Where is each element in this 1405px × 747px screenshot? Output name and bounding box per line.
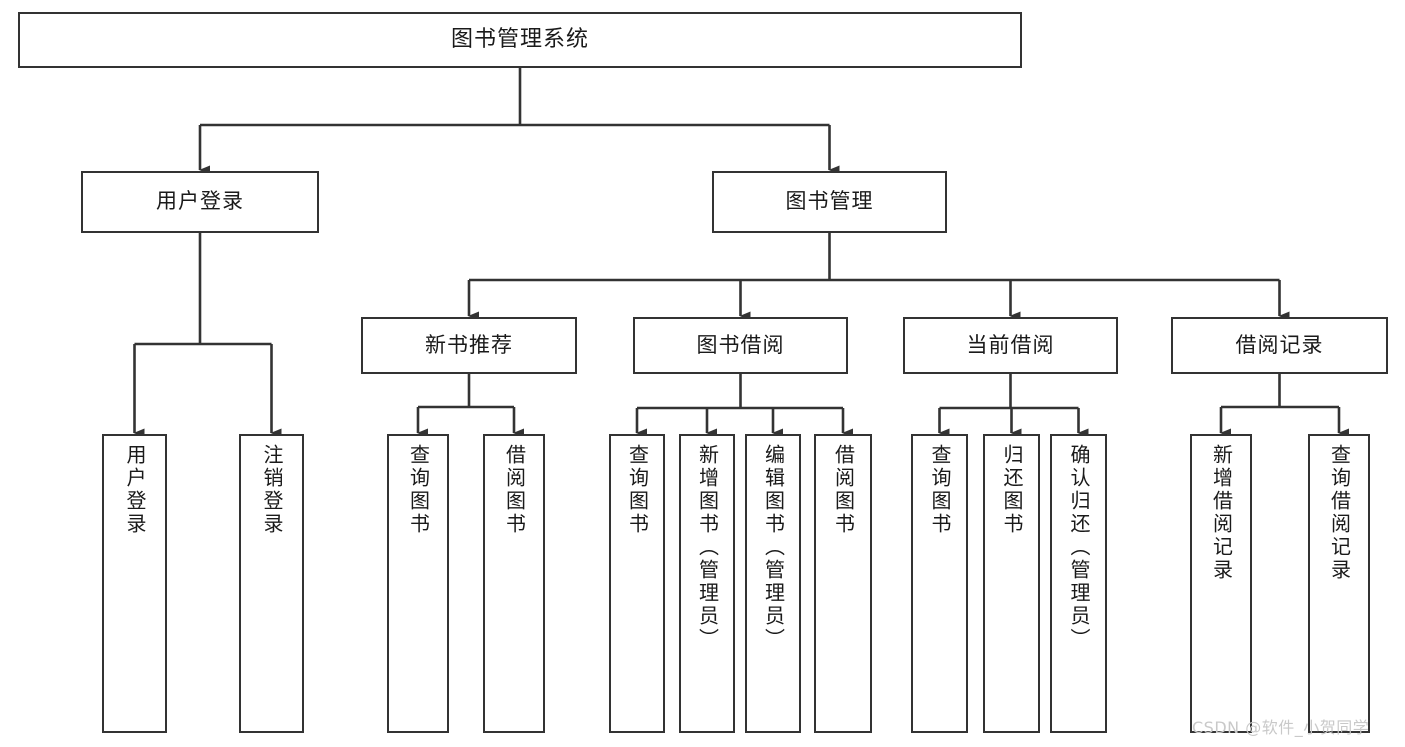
node-label: 用户登录 (123, 444, 147, 536)
node-label: 借阅图书 (502, 444, 527, 536)
node-label: 查询借阅记录 (1327, 444, 1352, 582)
node-label: 图书借阅 (696, 332, 785, 357)
node-label: 确认归还（管理员） (1067, 444, 1091, 651)
node-book-manage[interactable]: 图书管理 (712, 171, 947, 233)
node-label: 归还图书 (1000, 444, 1024, 536)
node-user-login[interactable]: 用户登录 (81, 171, 319, 233)
node-label: 查询图书 (406, 444, 431, 536)
node-leaf-logout-login[interactable]: 注销登录 (239, 434, 304, 733)
node-label: 新增图书（管理员） (695, 444, 720, 651)
node-book-borrow[interactable]: 图书借阅 (633, 317, 848, 374)
node-label: 编辑图书（管理员） (761, 444, 786, 651)
node-root[interactable]: 图书管理系统 (18, 12, 1022, 68)
node-label: 图书管理系统 (450, 26, 589, 52)
node-leaf-user-login[interactable]: 用户登录 (102, 434, 167, 733)
node-label: 新增借阅记录 (1209, 444, 1234, 582)
node-label: 借阅记录 (1235, 332, 1324, 357)
node-leaf-query-book-2[interactable]: 查询图书 (609, 434, 665, 733)
node-leaf-borrow-book-2[interactable]: 借阅图书 (814, 434, 872, 733)
node-leaf-query-book-1[interactable]: 查询图书 (387, 434, 449, 733)
node-leaf-query-borrow-record[interactable]: 查询借阅记录 (1308, 434, 1370, 733)
node-leaf-confirm-return[interactable]: 确认归还（管理员） (1050, 434, 1107, 733)
node-leaf-return-book[interactable]: 归还图书 (983, 434, 1040, 733)
csdn-watermark: CSDN @软件_小贺同学 (1192, 718, 1370, 737)
node-label: 查询图书 (625, 444, 650, 536)
node-label: 注销登录 (260, 444, 284, 536)
node-leaf-query-book-3[interactable]: 查询图书 (911, 434, 968, 733)
node-label: 查询图书 (928, 444, 952, 536)
node-new-book-recommend[interactable]: 新书推荐 (361, 317, 577, 374)
node-leaf-borrow-book-1[interactable]: 借阅图书 (483, 434, 545, 733)
node-current-borrow[interactable]: 当前借阅 (903, 317, 1118, 374)
node-label: 新书推荐 (425, 332, 513, 357)
node-borrow-record[interactable]: 借阅记录 (1171, 317, 1388, 374)
node-leaf-add-book[interactable]: 新增图书（管理员） (679, 434, 735, 733)
node-label: 用户登录 (156, 189, 244, 214)
node-label: 当前借阅 (966, 332, 1055, 357)
node-leaf-edit-book[interactable]: 编辑图书（管理员） (745, 434, 801, 733)
node-label: 图书管理 (785, 189, 874, 214)
node-label: 借阅图书 (831, 444, 856, 536)
node-leaf-add-borrow-record[interactable]: 新增借阅记录 (1190, 434, 1252, 733)
